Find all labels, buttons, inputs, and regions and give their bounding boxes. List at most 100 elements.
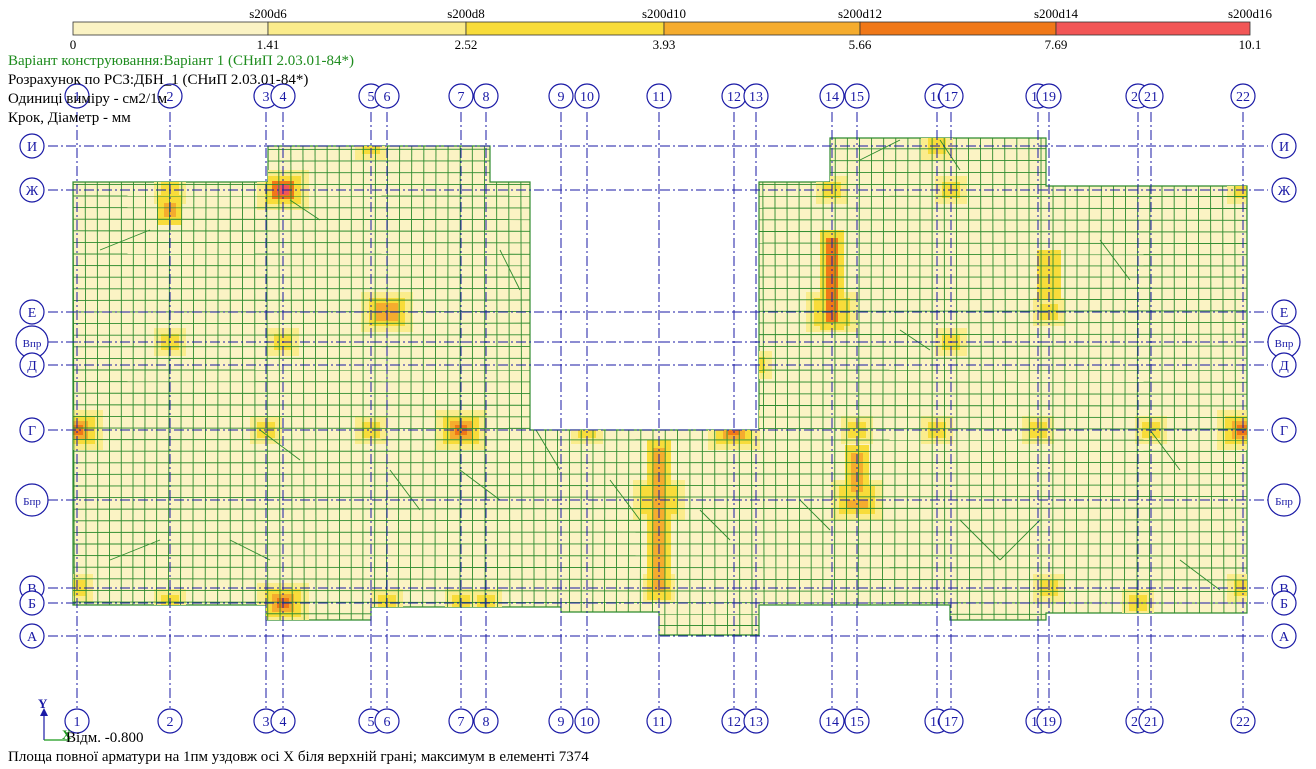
axis-bubble-label: 2 (167, 90, 174, 105)
axis-bubble-bottom-4[interactable]: 4 (270, 708, 296, 734)
axis-bubble-right-Бпр[interactable]: Бпр (1267, 483, 1301, 517)
axis-bubble-circle (1230, 83, 1256, 109)
axis-bubble-bottom-19[interactable]: 19 (1036, 708, 1062, 734)
axis-bubble-left-Бпр[interactable]: Бпр (15, 483, 49, 517)
axis-bubble-circle (1271, 299, 1297, 325)
axis-bubble-circle (1267, 483, 1301, 517)
axis-bubble-left-Г[interactable]: Г (19, 417, 45, 443)
axis-bubble-bottom-10[interactable]: 10 (574, 708, 600, 734)
axis-bubble-label: 7 (458, 90, 465, 105)
axis-bubble-top-22[interactable]: 22 (1230, 83, 1256, 109)
axis-bubble-bottom-8[interactable]: 8 (473, 708, 499, 734)
axis-bubble-right-Б[interactable]: Б (1271, 590, 1297, 616)
scale-tick-label: 1.41 (257, 37, 280, 52)
axis-bubble-bottom-17[interactable]: 17 (938, 708, 964, 734)
axis-bubble-right-Г[interactable]: Г (1271, 417, 1297, 443)
axis-bubble-label: 1 (74, 90, 81, 105)
axis-bubble-circle (270, 83, 296, 109)
axis-bubble-label: 6 (384, 90, 391, 105)
axis-bubble-top-12[interactable]: 12 (721, 83, 747, 109)
axis-bubble-bottom-7[interactable]: 7 (448, 708, 474, 734)
axis-bubble-top-14[interactable]: 14 (819, 83, 845, 109)
axis-bubble-circle (157, 708, 183, 734)
axis-bubbles[interactable]: 1122334455667788991010111112121313141415… (15, 83, 1301, 734)
axis-bubble-right-А[interactable]: А (1271, 623, 1297, 649)
axis-bubble-top-1[interactable]: 1 (64, 83, 90, 109)
axis-bubble-bottom-2[interactable]: 2 (157, 708, 183, 734)
axis-bubble-label: 12 (727, 715, 741, 730)
axis-bubble-circle (1138, 83, 1164, 109)
axis-bubble-label: 19 (1042, 715, 1056, 730)
hotspot-core (455, 425, 467, 435)
info-block: Варіант конструювання:Варіант 1 (СНиП 2.… (8, 52, 354, 128)
axis-bubble-bottom-9[interactable]: 9 (548, 708, 574, 734)
axis-bubble-label: 1 (74, 715, 81, 730)
axis-bubble-label: Б (28, 597, 36, 612)
axis-bubble-right-Е[interactable]: Е (1271, 299, 1297, 325)
axis-bubble-top-7[interactable]: 7 (448, 83, 474, 109)
axis-bubble-bottom-1[interactable]: 1 (64, 708, 90, 734)
axis-bubble-left-Д[interactable]: Д (19, 352, 45, 378)
axis-bubble-circle (1271, 133, 1297, 159)
axis-bubble-circle (1036, 83, 1062, 109)
scale-top-label: s200d10 (642, 6, 686, 21)
axis-bubble-bottom-12[interactable]: 12 (721, 708, 747, 734)
axis-bubble-left-Ж[interactable]: Ж (19, 177, 45, 203)
axis-bubble-label: 3 (263, 715, 270, 730)
axis-bubble-label: 17 (944, 715, 958, 730)
axis-bubble-top-13[interactable]: 13 (743, 83, 769, 109)
axis-bubble-right-Д[interactable]: Д (1271, 352, 1297, 378)
axis-bubble-top-10[interactable]: 10 (574, 83, 600, 109)
axis-bubble-label: Г (28, 424, 36, 439)
axis-bubble-left-А[interactable]: А (19, 623, 45, 649)
axis-bubble-top-4[interactable]: 4 (270, 83, 296, 109)
axis-bubble-bottom-6[interactable]: 6 (374, 708, 400, 734)
axis-bubble-top-11[interactable]: 11 (646, 83, 672, 109)
result-caption: Площа повної арматури на 1пм уздовж осі … (8, 749, 589, 765)
hotspot-core (73, 425, 83, 435)
axis-bubble-left-И[interactable]: И (19, 133, 45, 159)
axis-bubble-bottom-14[interactable]: 14 (819, 708, 845, 734)
axis-bubble-right-И[interactable]: И (1271, 133, 1297, 159)
axis-bubble-top-2[interactable]: 2 (157, 83, 183, 109)
axis-bubble-circle (1271, 352, 1297, 378)
axis-bubble-circle (548, 83, 574, 109)
axis-bubble-label: 5 (368, 90, 375, 105)
axis-bubble-bottom-21[interactable]: 21 (1138, 708, 1164, 734)
axis-bubble-top-6[interactable]: 6 (374, 83, 400, 109)
scale-tick-label: 10.1 (1239, 37, 1262, 52)
axis-bubble-label: 9 (558, 90, 565, 105)
axis-bubble-top-19[interactable]: 19 (1036, 83, 1062, 109)
axis-bubble-label: 14 (825, 90, 839, 105)
axis-bubble-label: И (27, 140, 37, 155)
axis-bubble-top-9[interactable]: 9 (548, 83, 574, 109)
axis-bubble-label: 11 (652, 90, 665, 105)
axis-bubble-circle (938, 708, 964, 734)
axis-bubble-circle (374, 708, 400, 734)
axis-bubble-circle (64, 708, 90, 734)
axis-bubble-bottom-11[interactable]: 11 (646, 708, 672, 734)
axis-bubble-circle (448, 708, 474, 734)
axis-bubble-circle (19, 177, 45, 203)
axis-bubble-label: А (1279, 630, 1290, 645)
axis-bubble-circle (19, 590, 45, 616)
axis-bubble-circle (548, 708, 574, 734)
axis-bubble-top-8[interactable]: 8 (473, 83, 499, 109)
axis-bubble-bottom-13[interactable]: 13 (743, 708, 769, 734)
axis-bubble-right-Ж[interactable]: Ж (1271, 177, 1297, 203)
axis-bubble-top-15[interactable]: 15 (844, 83, 870, 109)
axis-bubble-circle (448, 83, 474, 109)
axis-bubble-left-Б[interactable]: Б (19, 590, 45, 616)
axis-bubble-label: Впр (23, 338, 42, 350)
axis-bubble-right-Впр[interactable]: Впр (1267, 325, 1301, 359)
axis-bubble-label: 21 (1144, 90, 1158, 105)
axis-bubble-left-Е[interactable]: Е (19, 299, 45, 325)
axis-bubble-top-17[interactable]: 17 (938, 83, 964, 109)
design-variant-text: Варіант конструювання:Варіант 1 (СНиП 2.… (8, 53, 354, 69)
axis-bubble-label: 6 (384, 715, 391, 730)
axis-bubble-bottom-22[interactable]: 22 (1230, 708, 1256, 734)
axis-bubble-bottom-15[interactable]: 15 (844, 708, 870, 734)
axis-bubble-top-21[interactable]: 21 (1138, 83, 1164, 109)
